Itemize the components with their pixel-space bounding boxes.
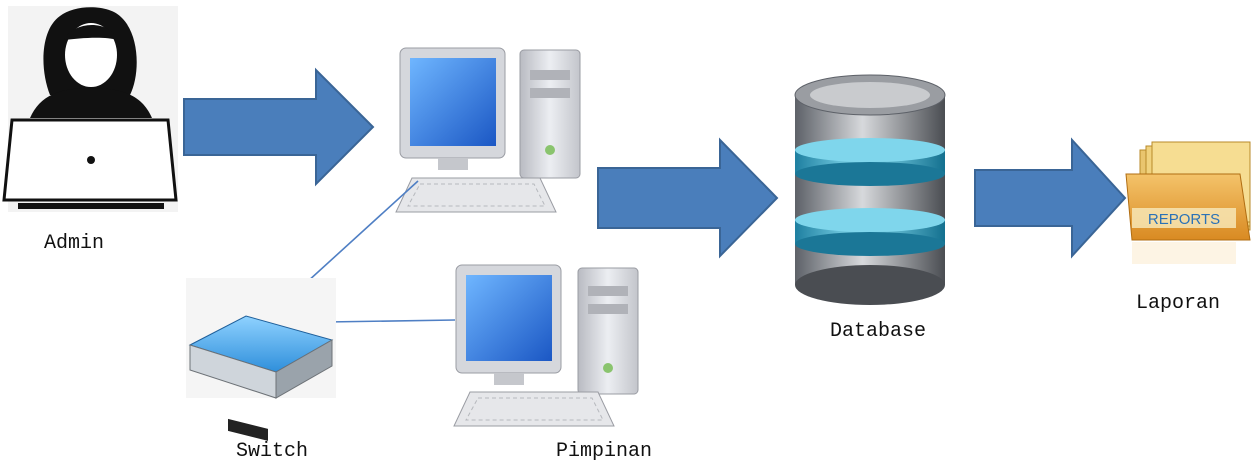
label-switch: Switch: [236, 440, 309, 463]
computer-icon: [453, 264, 639, 427]
database-icon: [794, 74, 946, 305]
admin-user-icon: [2, 6, 178, 212]
label-database: Database: [830, 320, 927, 343]
reports-folder-icon: REPORTS: [1125, 141, 1251, 264]
switch-icon: [186, 278, 336, 441]
arrow-right-icon: [597, 137, 779, 259]
arrow-right-icon: [183, 67, 375, 187]
computer-icon: [395, 47, 581, 213]
label-admin: Admin: [44, 232, 105, 255]
label-pimpinan: Pimpinan: [556, 440, 653, 463]
label-laporan: Laporan: [1136, 292, 1221, 315]
reports-folder-tag: REPORTS: [1148, 211, 1220, 228]
arrow-right-icon: [974, 137, 1127, 259]
